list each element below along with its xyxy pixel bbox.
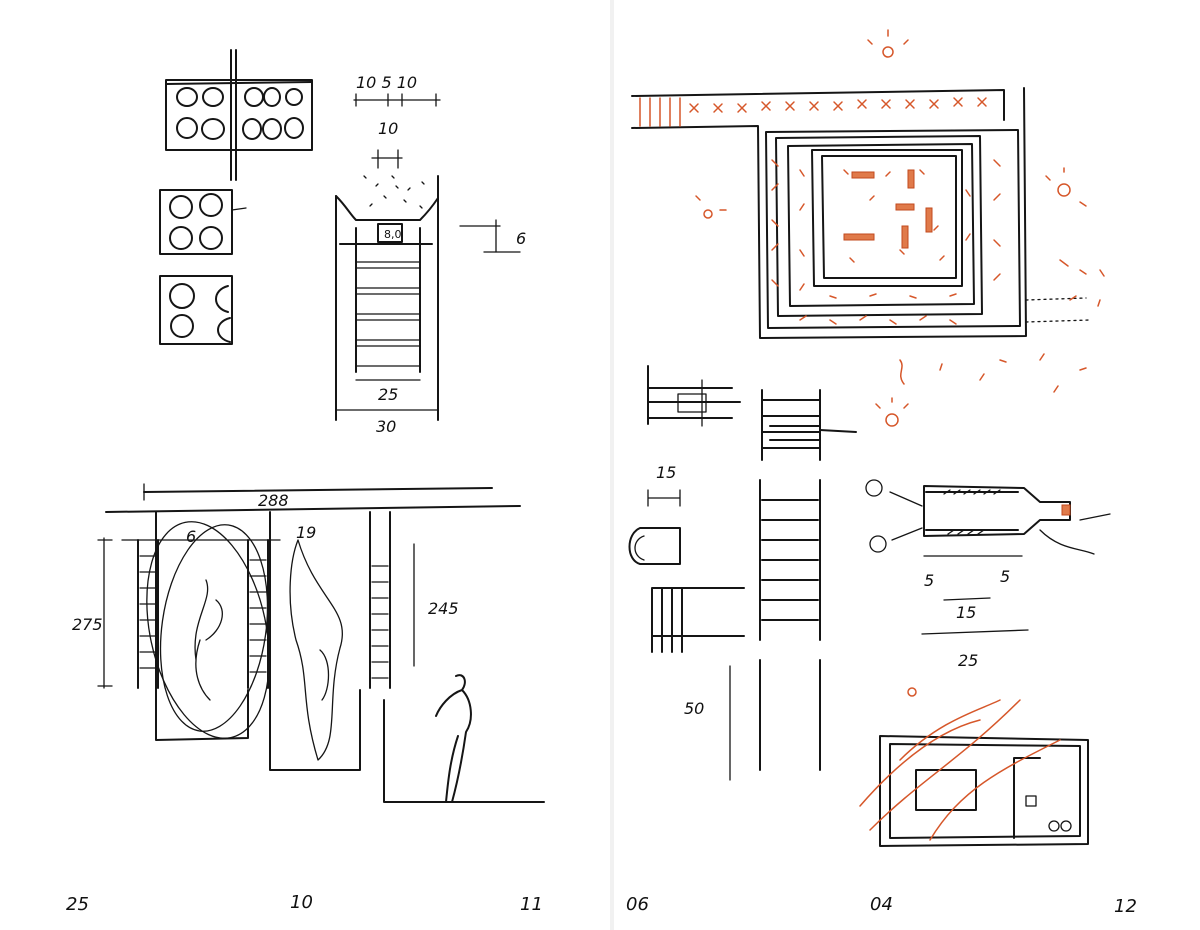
square-block-sketch [159, 189, 247, 255]
span-label: 288 [258, 491, 289, 510]
height-label-right: 50 [684, 699, 704, 718]
page-numbers: 25 10 11 06 04 12 [66, 892, 1137, 917]
perforated-block-sketch [165, 49, 313, 181]
module-dimension-label: 10 5 10 [356, 73, 417, 92]
right-gap-label: 19 [296, 523, 316, 542]
total-length-label: 25 [958, 651, 978, 670]
page-number: 25 [66, 894, 89, 915]
half-block-sketch [159, 275, 233, 345]
inner-width-label: 25 [378, 385, 398, 404]
right-offset-label: 5 [1000, 567, 1010, 586]
page-number: 12 [1114, 896, 1137, 917]
left-gap-label: 6 [186, 527, 196, 546]
height-label: 275 [72, 615, 103, 634]
facade-elevation-sketch: 288 275 6 19 245 [72, 483, 545, 803]
module-dimension: 10 5 10 10 [353, 73, 441, 169]
joint-details: 15 50 [628, 365, 857, 781]
page-number: 06 [626, 894, 649, 915]
page-number: 04 [870, 894, 893, 915]
cell-label: 8,0 [384, 228, 402, 241]
pipe-label: 15 [656, 463, 676, 482]
site-plan-sketch [631, 29, 1105, 697]
floor-plan-sketch [859, 699, 1089, 847]
page-number: 11 [520, 894, 543, 915]
left-offset-label: 5 [924, 571, 934, 590]
right-height-label: 245 [428, 599, 459, 618]
page-number: 10 [290, 892, 313, 913]
bottle-detail: 5 5 15 25 [865, 479, 1111, 670]
outer-width-label: 30 [376, 417, 396, 436]
wall-section-detail: 8,0 25 30 6 [335, 175, 526, 436]
module-width-label: 10 [378, 119, 398, 138]
depth-label: 6 [516, 229, 526, 248]
mid-length-label: 15 [956, 603, 976, 622]
